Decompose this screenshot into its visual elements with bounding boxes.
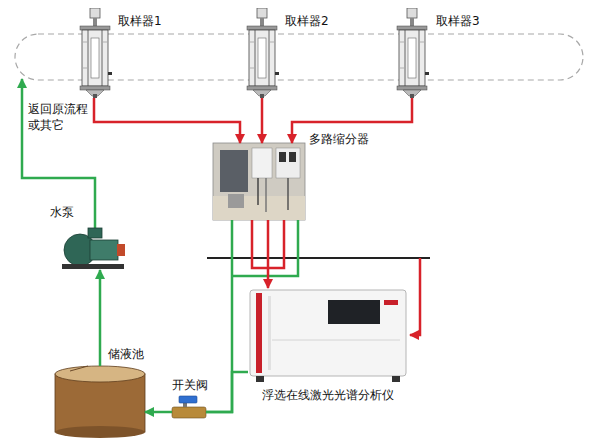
photo-detail <box>279 152 286 162</box>
photo-detail <box>289 152 296 162</box>
sampler-icon: 取样器2 <box>245 8 279 98</box>
pump-illustration <box>62 228 125 269</box>
sampler-icon <box>397 8 429 98</box>
photo-pipe <box>265 178 267 212</box>
analyzer-detail <box>268 296 271 370</box>
valve-icon: 开关阀 <box>172 396 206 420</box>
analyzer-detail <box>272 340 400 341</box>
splitter-photo <box>213 143 305 220</box>
sampler-icon <box>80 8 112 98</box>
sampler-icon: 取样器3 <box>395 8 429 98</box>
pump-base <box>62 264 124 269</box>
pipe-connector <box>145 411 172 414</box>
platform-line <box>207 257 430 259</box>
sample-pipe <box>410 258 420 335</box>
return-pipe <box>22 79 95 228</box>
analyzer-illustration <box>250 290 406 382</box>
tank-icon: 储液池 <box>55 366 145 438</box>
photo-pipe <box>287 178 289 210</box>
analyzer-detail <box>384 300 398 305</box>
pipe-connector <box>94 98 240 143</box>
pump-motor <box>90 240 118 260</box>
photo-frame <box>213 143 305 220</box>
analyzer-body <box>250 290 406 376</box>
valve-illustration <box>172 396 206 418</box>
valve-actuator <box>179 396 197 403</box>
photo-panel <box>276 148 300 178</box>
pump-icon: 水泵 <box>60 228 126 270</box>
valve-stem <box>183 401 187 407</box>
pipeline-outline <box>15 34 583 80</box>
photo-floor <box>213 196 305 220</box>
flow-note: 返回原流程 或其它 <box>28 102 92 133</box>
pump-outlet <box>88 228 102 238</box>
pipe-connector <box>261 98 264 143</box>
photo-detail <box>228 194 244 208</box>
sampler-icon <box>247 8 279 98</box>
pipe-connector <box>99 270 102 366</box>
node-label: 取样器1 <box>118 14 162 30</box>
pump-volute <box>64 234 96 266</box>
tank-wall <box>55 374 145 432</box>
node-label: 水泵 <box>50 205 74 221</box>
valve-body <box>172 407 206 418</box>
analyzer-box: 浮选在线激光光谱分析仪 <box>248 288 408 382</box>
node-label: 取样器3 <box>436 14 480 30</box>
tank-liquid <box>55 366 145 382</box>
return-pipe <box>232 220 298 276</box>
photo-panel <box>252 148 272 178</box>
photo-pipe <box>257 178 259 205</box>
splitter-photo: 多路缩分器 <box>213 143 305 220</box>
analyzer-foot <box>256 376 264 382</box>
node-label: 浮选在线激光光谱分析仪 <box>262 388 394 404</box>
node-label: 取样器2 <box>285 14 329 30</box>
pipe-connector <box>206 220 232 412</box>
tank-bottom <box>55 426 145 438</box>
tank-detail <box>70 366 88 371</box>
analyzer-foot <box>392 376 400 382</box>
node-label: 多路缩分器 <box>309 132 369 148</box>
analyzer-screen <box>328 300 380 324</box>
photo-cabinet <box>220 150 248 192</box>
pump-inlet <box>117 244 125 256</box>
sample-pipe <box>252 220 284 268</box>
node-label: 开关阀 <box>172 378 208 394</box>
pipe-connector <box>267 220 270 288</box>
sampler-icon: 取样器1 <box>78 8 112 98</box>
pipe-connector <box>206 372 248 412</box>
analyzer-stripe <box>256 293 262 373</box>
node-label: 储液池 <box>108 347 144 363</box>
tank-illustration <box>55 366 145 438</box>
